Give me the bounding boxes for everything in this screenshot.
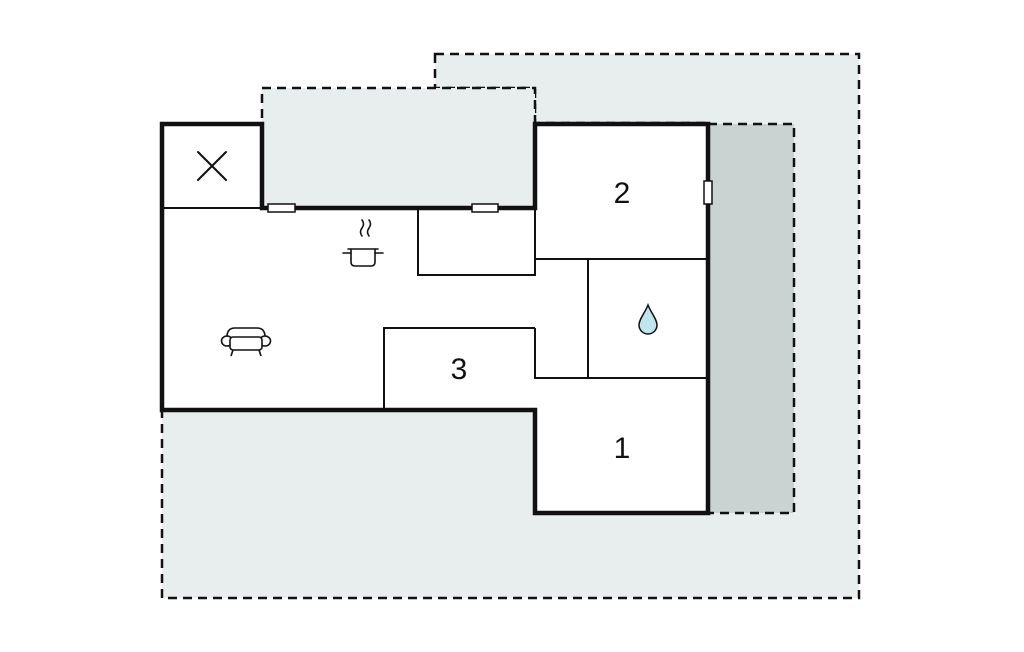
x-mark-icon [197,151,227,181]
window-living [267,203,296,213]
water-drop-icon [638,302,658,335]
cooking-pot-icon [342,219,384,267]
wall-kitchen-unit [417,208,536,276]
outdoor-areas [160,52,861,600]
window-bedroom-2 [703,180,713,205]
wall-corridor-right [534,259,589,379]
house-interior [162,124,708,513]
bedroom-1-label: 1 [614,432,631,465]
interior-walls [162,207,708,410]
covered-area [706,122,796,515]
bedroom-3-label: 3 [451,353,468,386]
sofa-icon [220,327,272,357]
windows [267,180,713,213]
balcony-top [260,86,537,210]
bedroom-2-label: 2 [614,177,631,210]
wall-bed3 [383,327,535,410]
window-kitchen [471,203,499,213]
exterior-walls [159,121,711,516]
